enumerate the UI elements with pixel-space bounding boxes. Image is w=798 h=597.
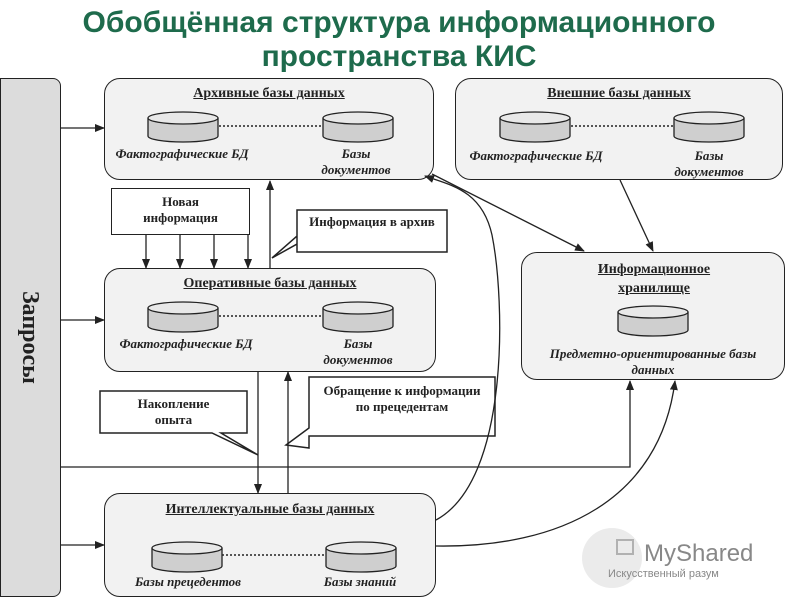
external-docs-label: Базы документов <box>674 148 744 179</box>
cylinder-archive-docs-icon <box>322 111 394 143</box>
warehouse-box <box>521 252 785 380</box>
page-title-line2: пространства КИС <box>261 40 537 73</box>
to-archive-text: Информация в архив <box>309 214 435 229</box>
warehouse-title: Информационное хранилище <box>597 262 711 296</box>
operative-db-title: Оперативные базы данных <box>183 276 357 291</box>
operative-docs-label: Базы документов <box>323 336 393 367</box>
archive-docs-label: Базы документов <box>321 146 391 177</box>
precedents-text: Обращение к информации по прецедентам <box>323 383 481 414</box>
watermark-brand: MyShared <box>644 540 754 567</box>
callout-to-archive <box>271 209 448 259</box>
queries-label: Запросы <box>17 291 43 384</box>
cylinder-warehouse-icon <box>617 305 689 337</box>
external-db-title: Внешние базы данных <box>547 86 691 101</box>
page-title-line1: Обобщённая структура информационного <box>82 6 716 39</box>
myshared-logo-icon <box>582 528 642 588</box>
archive-db-title: Архивные базы данных <box>193 86 345 101</box>
arrow-queries-warehouse <box>61 380 634 468</box>
precedents-label: Базы прецедентов <box>135 574 241 589</box>
experience-text: Накопление опыта <box>137 396 210 427</box>
cylinder-operative-docs-icon <box>322 301 394 333</box>
archive-facts-label: Фактографические БД <box>115 146 249 161</box>
knowledge-label: Базы знаний <box>323 574 397 589</box>
callout-experience <box>99 390 259 456</box>
cylinder-precedents-icon <box>151 541 223 573</box>
intellectual-db-title: Интеллектуальные базы данных <box>165 502 375 517</box>
external-facts-label: Фактографические БД <box>469 148 603 163</box>
cylinder-knowledge-icon <box>325 541 397 573</box>
watermark-sub: Искусственный разум <box>608 568 719 580</box>
cylinder-external-facts-icon <box>499 111 571 143</box>
new-info-box: Новая информация <box>111 188 250 235</box>
warehouse-subtitle: Предметно-ориентированные базы данных <box>549 346 757 377</box>
callout-precedents <box>284 376 496 449</box>
cylinder-operative-facts-icon <box>147 301 219 333</box>
queries-sidebar: Запросы <box>0 78 61 597</box>
operative-facts-label: Фактографические БД <box>119 336 253 351</box>
cylinder-external-docs-icon <box>673 111 745 143</box>
cylinder-archive-facts-icon <box>147 111 219 143</box>
